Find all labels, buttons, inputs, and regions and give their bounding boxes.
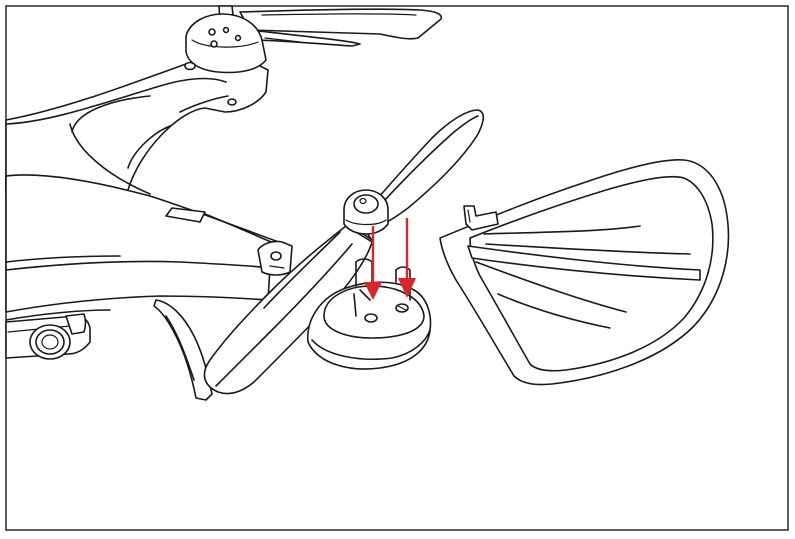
drone-body-icon (5, 13, 293, 321)
propeller-guard-icon (439, 158, 730, 386)
landing-leg-icon (153, 299, 213, 401)
propeller-mount-arrow (364, 226, 382, 300)
down-arrow-icon (398, 278, 416, 298)
camera-icon (5, 313, 91, 360)
propeller-icon (203, 109, 485, 395)
guard-mount-arrow (398, 218, 416, 298)
down-arrow-icon (364, 282, 382, 300)
